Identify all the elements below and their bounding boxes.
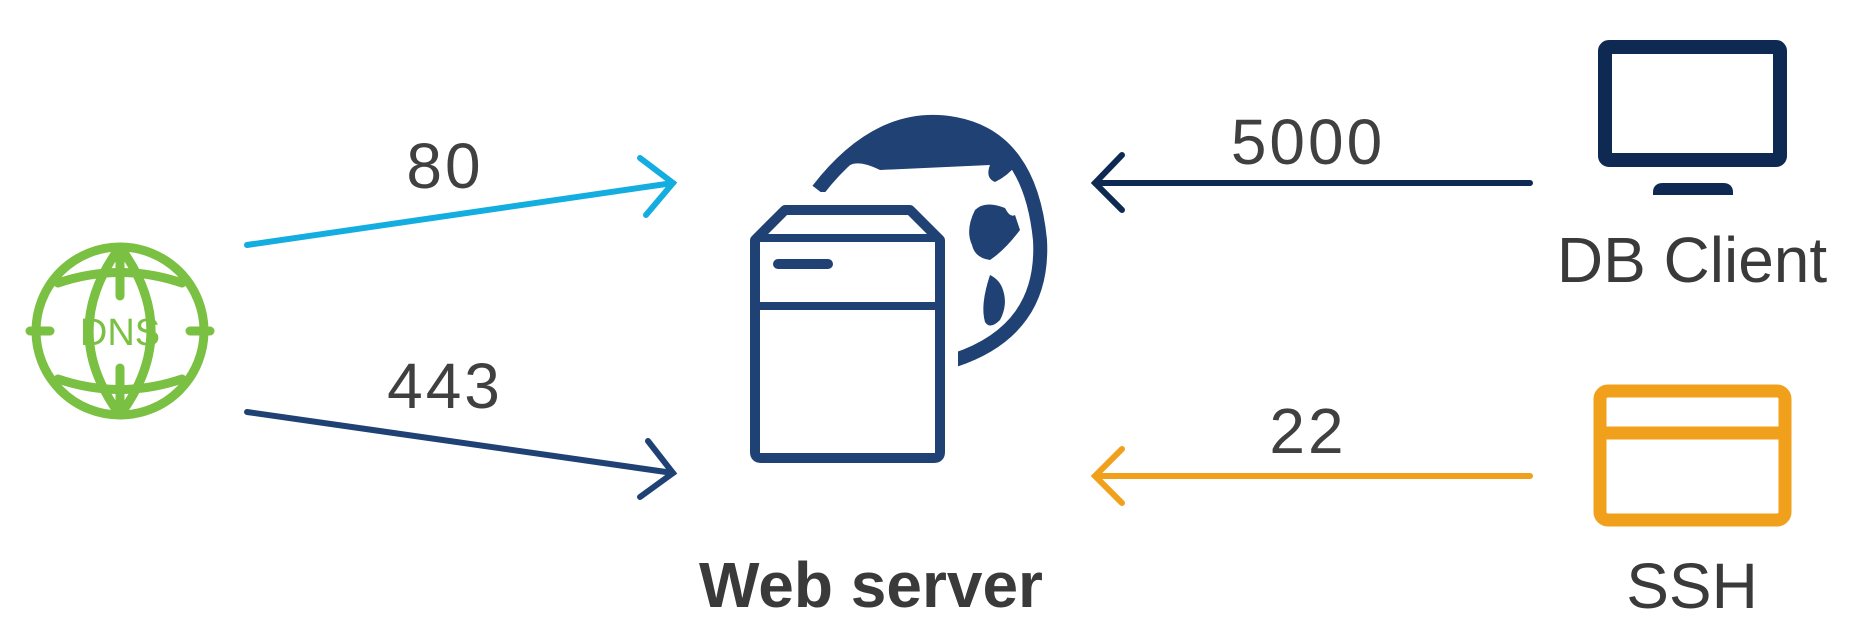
dns-globe-icon	[25, 242, 215, 420]
monitor-icon	[1598, 40, 1787, 195]
port-label-22: 22	[1269, 395, 1346, 467]
arrow-5000-icon	[1090, 152, 1533, 213]
web-server-globe-icon	[736, 114, 1048, 480]
arrow-80-icon	[244, 155, 678, 248]
dns-node: DNS	[25, 242, 215, 420]
connection-port-22: 22	[1090, 395, 1533, 506]
arrow-22-icon	[1090, 446, 1533, 506]
connection-port-5000: 5000	[1090, 106, 1533, 213]
connection-port-80: 80	[244, 130, 678, 248]
db-client-label: DB Client	[1557, 224, 1828, 296]
port-label-443: 443	[387, 350, 503, 422]
ssh-node: SSH	[1593, 384, 1792, 622]
web-server-label: Web server	[699, 549, 1043, 621]
dns-icon-text: DNS	[80, 312, 160, 354]
ssh-label: SSH	[1626, 550, 1758, 622]
port-label-5000: 5000	[1231, 106, 1385, 178]
arrow-443-icon	[244, 409, 678, 500]
db-client-node: DB Client	[1557, 40, 1828, 296]
terminal-window-icon	[1593, 384, 1792, 527]
connection-port-443: 443	[244, 350, 678, 500]
web-server-node: Web server	[699, 114, 1048, 621]
port-label-80: 80	[406, 130, 483, 202]
